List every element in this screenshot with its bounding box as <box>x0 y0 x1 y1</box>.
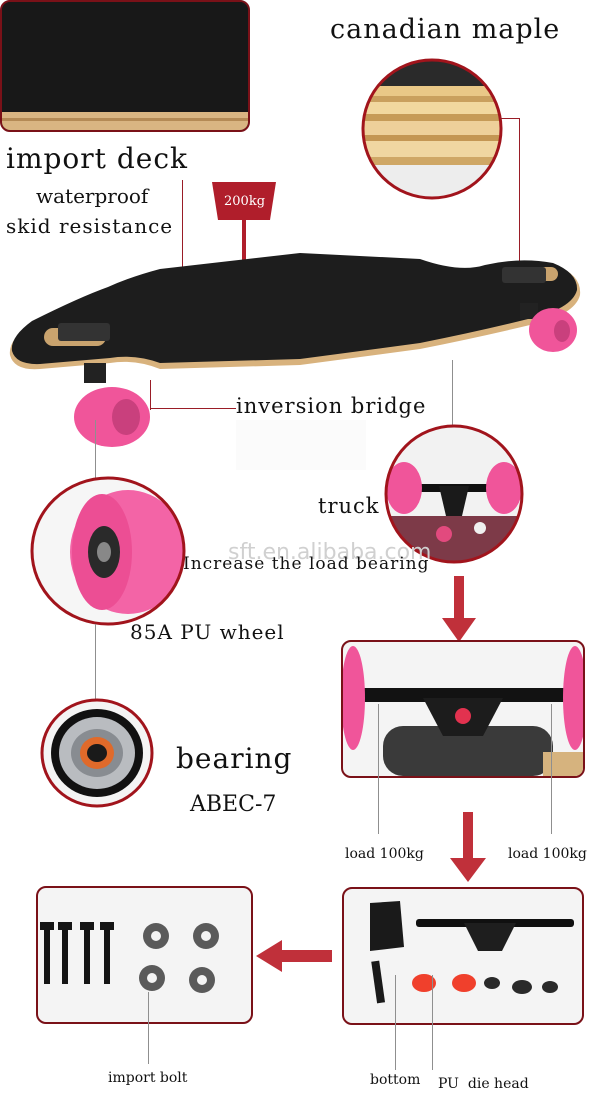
parts-photo <box>342 887 584 1025</box>
bridge-leader-b <box>150 408 236 409</box>
skid-resistance-label: skid resistance <box>6 214 174 238</box>
pu-die-head-label: PU die head <box>438 1076 529 1092</box>
load-left-leader <box>378 704 379 834</box>
blank-panel-2 <box>236 420 366 470</box>
bottom-label: bottom <box>370 1072 421 1088</box>
increase-load-label: Increase the load bearing <box>183 554 430 574</box>
import-bolt-card <box>66 1064 226 1094</box>
load-200-label: 200kg <box>224 194 266 209</box>
maple-leader-v <box>519 118 520 288</box>
maple-leader <box>500 118 520 119</box>
left-arrow-icon <box>256 940 332 972</box>
import-bolt-label: import bolt <box>108 1070 188 1086</box>
down-arrow-icon <box>442 576 476 642</box>
longboard-photo <box>9 253 581 447</box>
import-deck-label: import deck <box>6 142 188 175</box>
truck-leader <box>452 360 453 426</box>
bottom-leader <box>395 975 396 1070</box>
load-right-leader <box>551 704 552 834</box>
die-leader <box>432 975 433 1070</box>
bearing-label: bearing <box>176 742 293 775</box>
washer-icon <box>484 977 500 989</box>
bearing-leader <box>95 624 96 700</box>
abec-label: ABEC-7 <box>190 792 277 817</box>
bolt-leader <box>148 992 149 1076</box>
bolt-icon <box>40 922 114 984</box>
bridge-leader-a <box>150 380 151 410</box>
pu-wheel-label: 85A PU wheel <box>130 620 285 644</box>
wheel-closeup-photo <box>30 476 186 626</box>
grip-texture <box>2 2 248 130</box>
watermark: sft.en.alibaba.com <box>228 540 432 565</box>
bearing-closeup-photo <box>40 698 154 808</box>
truck-closeup-photo <box>384 424 524 564</box>
truck-label: truck <box>318 494 380 518</box>
truck-wide-photo <box>341 640 585 778</box>
waterproof-label: waterproof <box>36 184 149 208</box>
canadian-maple-label: canadian maple <box>330 14 561 45</box>
inversion-bridge-label: inversion bridge <box>236 394 427 418</box>
blank-panel <box>285 182 375 242</box>
nut-icon <box>139 923 219 993</box>
load-right-label: load 100kg <box>508 846 587 862</box>
maple-layers-photo <box>361 58 503 200</box>
deck-leader <box>182 180 183 295</box>
down-arrow-icon <box>450 812 486 882</box>
grip-tape-photo <box>0 0 250 132</box>
bolts-photo <box>36 886 253 1024</box>
wheel-leader <box>95 420 96 530</box>
load-left-label: load 100kg <box>345 846 424 862</box>
